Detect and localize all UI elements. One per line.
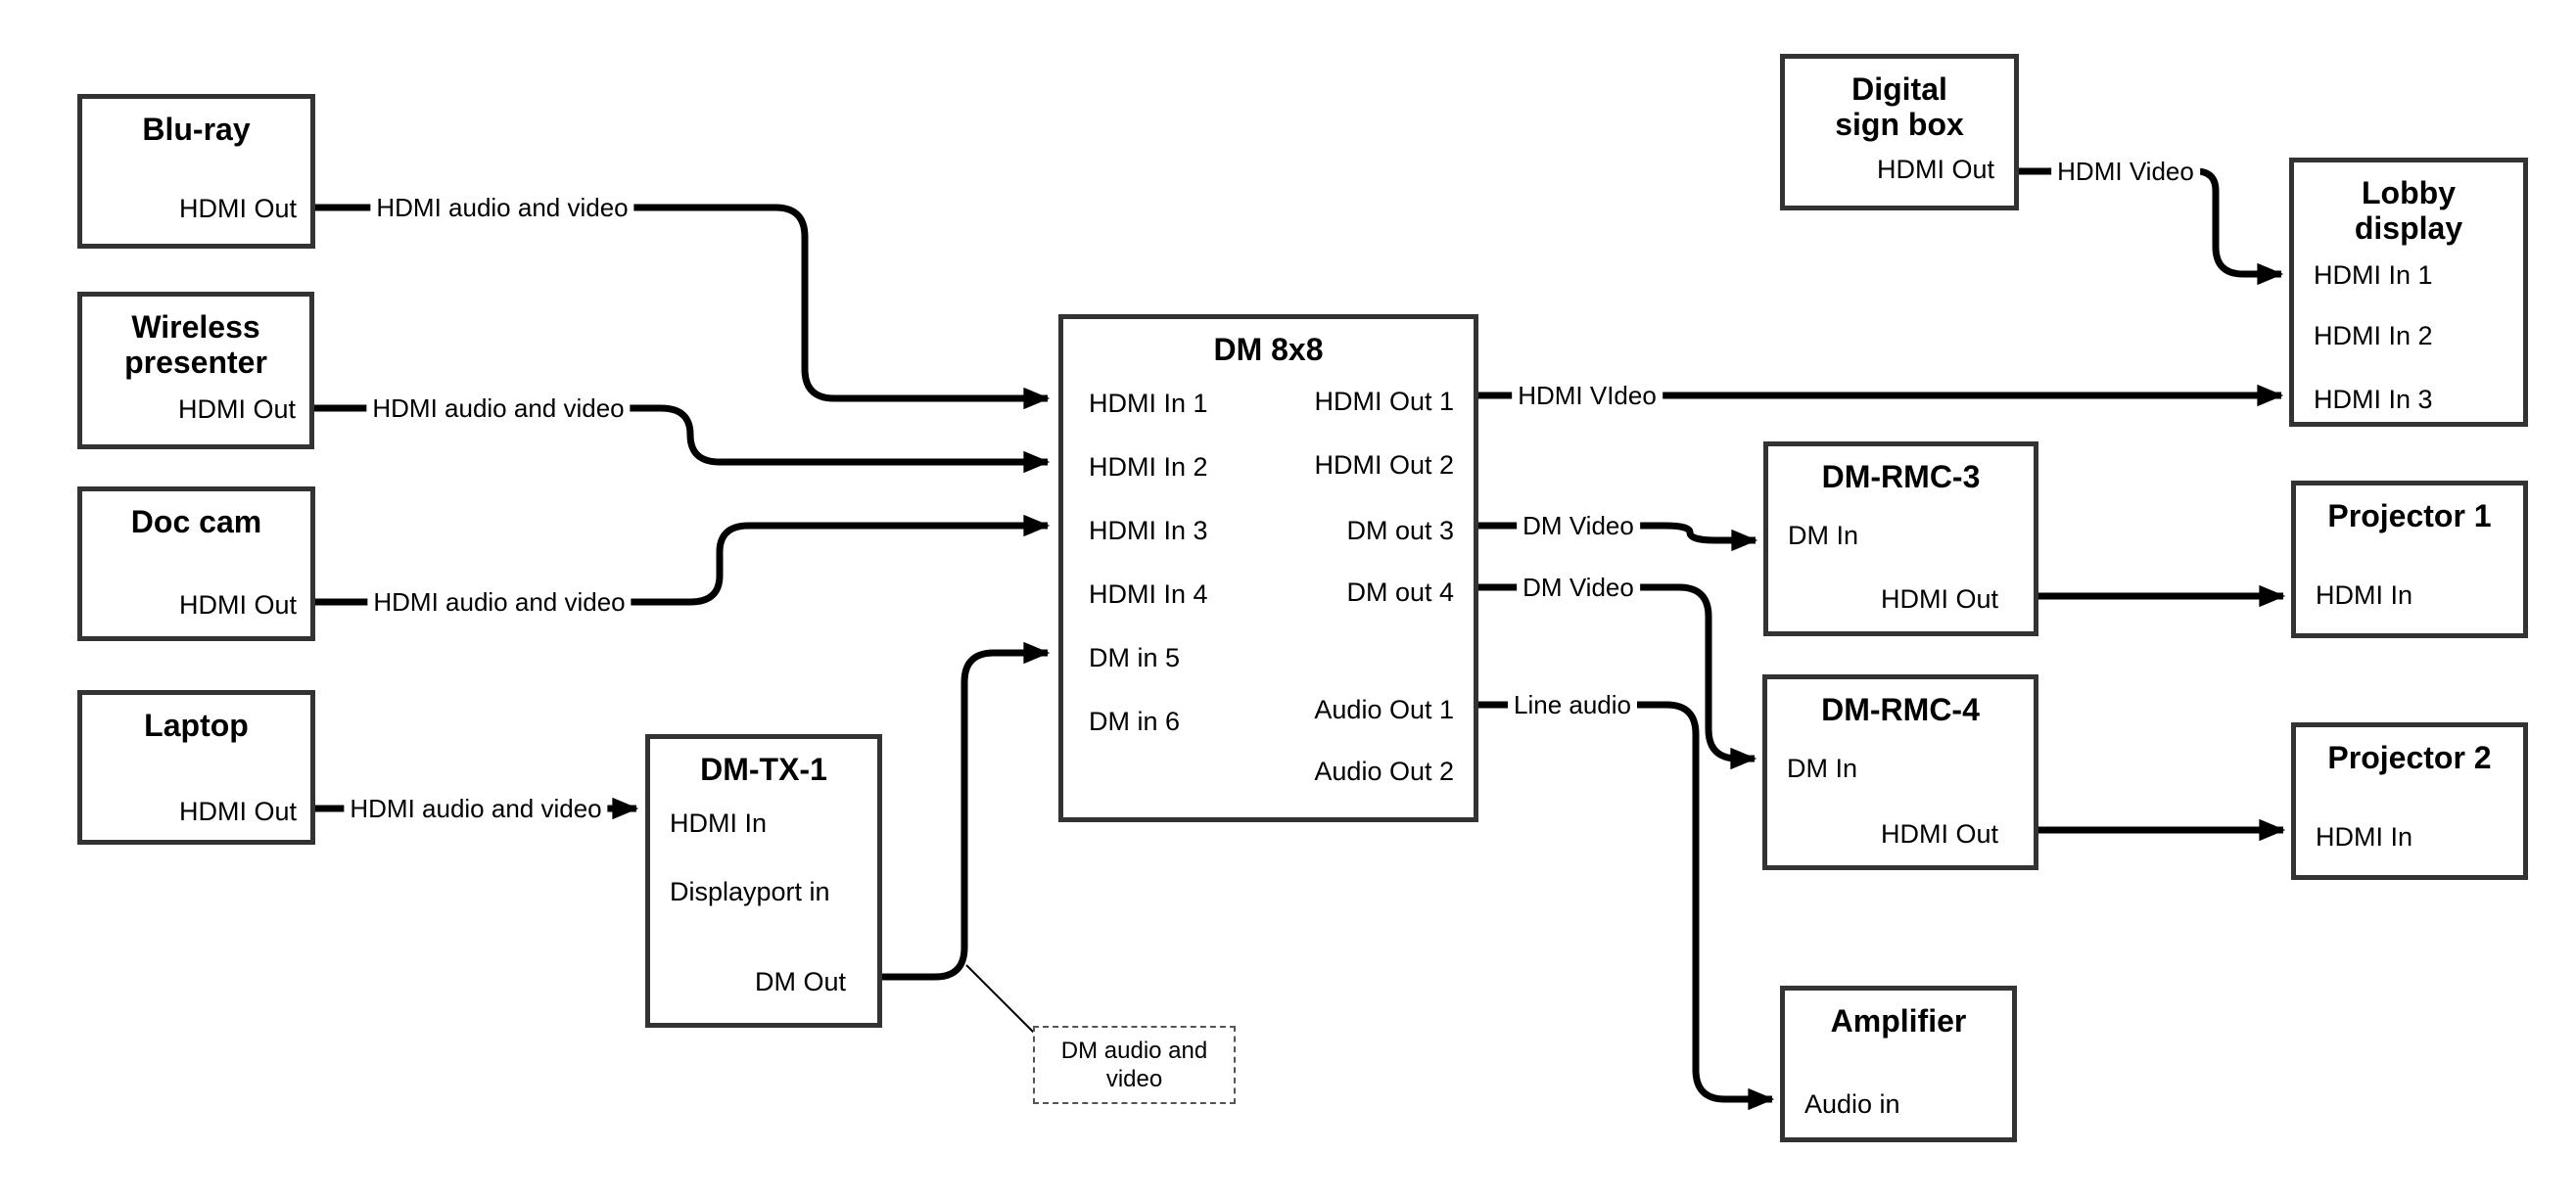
port-audio-out-2: Audio Out 2 bbox=[1314, 757, 1454, 786]
port-hdmi-in-2: HDMI In 2 bbox=[1089, 452, 1208, 482]
edge-bluray-dm8x8-in1 bbox=[615, 204, 1051, 410]
port-hdmi-in-4: HDMI In 4 bbox=[1089, 579, 1208, 609]
node-title: Laptop bbox=[144, 708, 249, 743]
node-dm-rmc-3: DM-RMC-3 DM In HDMI Out bbox=[1763, 441, 2038, 636]
node-title: DM 8x8 bbox=[1213, 332, 1324, 367]
node-title: Lobby display bbox=[2354, 175, 2463, 246]
port-hdmi-out: HDMI Out bbox=[178, 194, 297, 223]
edge-label-hdmi-video-sign: HDMI Video bbox=[2051, 157, 2200, 186]
edge-dm8x8-out4-rmc4 bbox=[1478, 583, 1757, 770]
node-title: Blu-ray bbox=[142, 112, 251, 147]
port-hdmi-out: HDMI Out bbox=[1876, 155, 1994, 184]
port-dm-in-5: DM in 5 bbox=[1089, 643, 1181, 672]
port-dm-in: DM In bbox=[1787, 754, 1858, 783]
port-displayport-in: Displayport in bbox=[670, 877, 830, 906]
port-hdmi-in-1: HDMI In 1 bbox=[1089, 389, 1208, 418]
node-wireless-presenter: Wireless presenter HDMI Out bbox=[77, 292, 314, 449]
node-title: Projector 2 bbox=[2327, 740, 2492, 775]
port-hdmi-out-2: HDMI Out 2 bbox=[1314, 450, 1454, 480]
edge-doccam-dm8x8-in3 bbox=[609, 514, 1051, 606]
port-hdmi-out: HDMI Out bbox=[178, 590, 297, 620]
node-title: DM-TX-1 bbox=[700, 752, 827, 787]
edge-label-dm-video-out3: DM Video bbox=[1517, 511, 1640, 540]
port-hdmi-in-1: HDMI In 1 bbox=[2314, 260, 2433, 290]
port-hdmi-in-3: HDMI In 3 bbox=[1089, 516, 1208, 545]
node-dm-rmc-4: DM-RMC-4 DM In HDMI Out bbox=[1762, 674, 2038, 870]
node-dm-tx-1: DM-TX-1 HDMI In Displayport in DM Out bbox=[645, 734, 882, 1028]
node-projector-1: Projector 1 HDMI In bbox=[2291, 481, 2528, 638]
edge-dmtx1-dm8x8-in5 bbox=[882, 641, 1051, 981]
node-title: DM-RMC-3 bbox=[1821, 459, 1981, 494]
port-hdmi-out: HDMI Out bbox=[177, 394, 296, 424]
node-title: Wireless presenter bbox=[124, 309, 267, 380]
edge-label-hdmi-audio-video-4: HDMI audio and video bbox=[344, 794, 608, 823]
node-dm-8x8: DM 8x8 HDMI In 1 HDMI In 2 HDMI In 3 HDM… bbox=[1058, 314, 1478, 822]
edge-label-hdmi-video-out1: HDMI VIdeo bbox=[1512, 381, 1663, 410]
port-dm-out-4: DM out 4 bbox=[1346, 577, 1454, 607]
edge-label-hdmi-audio-video-1: HDMI audio and video bbox=[370, 193, 634, 222]
node-doc-cam: Doc cam HDMI Out bbox=[77, 486, 315, 641]
port-hdmi-in: HDMI In bbox=[2316, 580, 2413, 610]
port-hdmi-out: HDMI Out bbox=[178, 797, 297, 826]
port-audio-out-1: Audio Out 1 bbox=[1314, 695, 1454, 724]
port-dm-in: DM In bbox=[1788, 521, 1859, 550]
port-audio-in: Audio in bbox=[1804, 1089, 1900, 1119]
port-dm-out-3: DM out 3 bbox=[1346, 516, 1454, 545]
edge-digitalsign-lobby-in1 bbox=[2183, 167, 2284, 286]
callout-dm-audio-video: DM audio and video bbox=[1033, 1026, 1236, 1104]
edge-label-dm-video-out4: DM Video bbox=[1517, 573, 1640, 602]
node-title: Projector 1 bbox=[2327, 498, 2492, 533]
edge-dm8x8-audio1-amplifier bbox=[1478, 701, 1775, 1111]
callout-leader-line bbox=[965, 964, 1036, 1035]
node-title: Digital sign box bbox=[1835, 71, 1964, 142]
node-lobby-display: Lobby display HDMI In 1 HDMI In 2 HDMI I… bbox=[2289, 158, 2528, 427]
edge-label-hdmi-audio-video-2: HDMI audio and video bbox=[366, 393, 631, 423]
port-hdmi-in: HDMI In bbox=[2316, 822, 2413, 852]
node-title: Doc cam bbox=[130, 504, 262, 539]
port-dm-in-6: DM in 6 bbox=[1089, 707, 1181, 736]
port-hdmi-in: HDMI In bbox=[670, 808, 768, 838]
port-dm-out: DM Out bbox=[754, 967, 846, 996]
node-projector-2: Projector 2 HDMI In bbox=[2291, 722, 2528, 880]
node-amplifier: Amplifier Audio in bbox=[1780, 986, 2017, 1142]
port-hdmi-in-3: HDMI In 3 bbox=[2314, 385, 2433, 414]
port-hdmi-out: HDMI Out bbox=[1880, 584, 1998, 614]
port-hdmi-out: HDMI Out bbox=[1880, 819, 1998, 849]
node-title: DM-RMC-4 bbox=[1821, 692, 1980, 727]
port-hdmi-in-2: HDMI In 2 bbox=[2314, 321, 2433, 350]
node-bluray: Blu-ray HDMI Out bbox=[77, 94, 315, 249]
edge-label-hdmi-audio-video-3: HDMI audio and video bbox=[367, 587, 632, 617]
node-laptop: Laptop HDMI Out bbox=[77, 690, 315, 845]
node-digital-sign-box: Digital sign box HDMI Out bbox=[1780, 54, 2019, 210]
edge-wireless-dm8x8-in2 bbox=[607, 404, 1051, 474]
callout-text: DM audio and video bbox=[1060, 1038, 1208, 1092]
node-title: Amplifier bbox=[1830, 1003, 1967, 1039]
edge-label-line-audio: Line audio bbox=[1508, 690, 1637, 719]
port-hdmi-out-1: HDMI Out 1 bbox=[1314, 387, 1454, 416]
